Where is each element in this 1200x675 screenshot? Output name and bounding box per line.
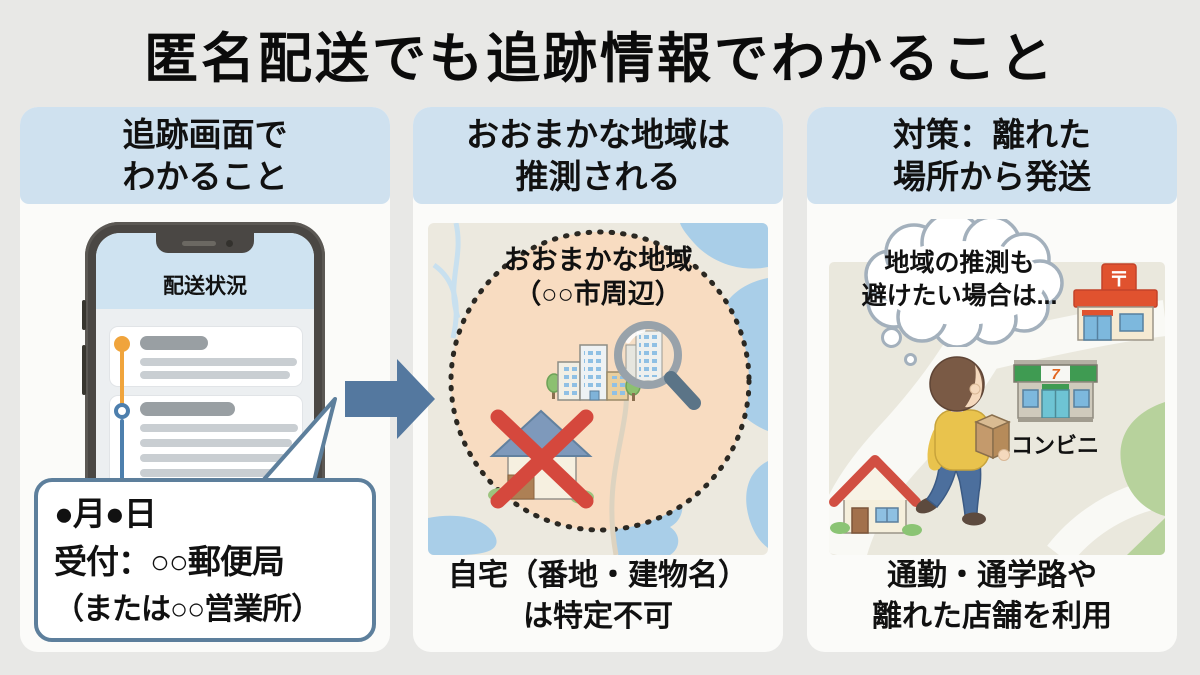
panel-tracking: 追跡画面で わかること 配送状況 [20, 107, 390, 652]
speech-bubble-tail [257, 397, 337, 487]
city-buildings-icon [546, 344, 641, 401]
placeholder-text-bar [140, 424, 298, 432]
placeholder-text-bar [140, 402, 235, 416]
thought-bubble-cloud [864, 219, 1064, 347]
panel-countermeasure-header: 対策：離れた 場所から発送 [807, 107, 1177, 204]
panel-countermeasure-header-line1: 対策：離れた [893, 116, 1091, 153]
tracking-entry-card [109, 326, 303, 387]
estimated-area-label-line1: おおまかな地域 [503, 245, 693, 275]
river-line [432, 262, 459, 339]
placeholder-text-bar [140, 469, 280, 477]
phone-speaker-icon [182, 241, 216, 246]
convenience-store-label: コンビニ [1010, 433, 1099, 458]
person-with-box-icon [915, 356, 1011, 526]
house-icon [829, 455, 922, 536]
timeline-line-current [120, 344, 124, 411]
timeline-dot-current [114, 336, 130, 352]
bubble-office: 受付：○○郵便局 [54, 543, 285, 580]
timeline-dot-accepted [114, 403, 130, 419]
panel-area-header-line1: おおまかな地域は [466, 116, 730, 153]
house-x-icon [488, 409, 594, 509]
placeholder-text-bar [140, 454, 286, 462]
water-shape [746, 461, 768, 548]
panel-tracking-header-line2: わかること [122, 158, 288, 195]
red-cross-icon [490, 409, 594, 509]
placeholder-text-bar [140, 439, 292, 447]
cardboard-box-icon [974, 414, 1011, 460]
park-area [1127, 518, 1165, 555]
post-office-sign: 〒 [1109, 269, 1129, 291]
panel-area-estimation: おおまかな地域は 推測される [413, 107, 783, 652]
water-shape [680, 223, 768, 269]
phone-camera-icon [226, 240, 233, 247]
arrow-right-icon [345, 359, 435, 439]
phone-app-title: 配送状況 [163, 275, 247, 298]
neighborhood-map-svg: 〒 7 [829, 262, 1165, 555]
panel-countermeasure-caption: 通勤・通学路や 離れた店舗を利用 [807, 555, 1177, 637]
area-map-illustration: おおまかな地域 （○○市周辺） [428, 223, 768, 555]
phone-notch-icon [156, 233, 254, 253]
panel-area-header: おおまかな地域は 推測される [413, 107, 783, 204]
estimated-area-label-line2: （○○市周辺） [514, 279, 682, 309]
placeholder-text-bar [140, 336, 208, 350]
panel-area-caption-line2: は特定不可 [523, 600, 673, 633]
panel-area-caption: 自宅（番地・建物名） は特定不可 [413, 555, 783, 637]
tracking-detail-bubble: ●月●日 受付：○○郵便局 （または○○営業所） [34, 478, 376, 642]
placeholder-text-bar [140, 371, 290, 379]
phone-side-button [82, 345, 86, 395]
panel-area-header-line2: 推測される [515, 158, 681, 195]
panel-countermeasure: 対策：離れた 場所から発送 〒 [807, 107, 1177, 652]
estimated-area-label: おおまかな地域 （○○市周辺） [428, 243, 768, 311]
thought-trail-circle [881, 327, 902, 348]
panel-countermeasure-header-line2: 場所から発送 [893, 158, 1091, 195]
thought-bubble: 地域の推測も 避けたい場合は... [852, 219, 1067, 347]
thought-trail-circle [904, 353, 917, 366]
park-area [1120, 402, 1165, 516]
placeholder-text-bar [140, 358, 297, 366]
store-logo: 7 [1051, 366, 1060, 383]
area-map-svg [428, 223, 768, 555]
panel-area-caption-line1: 自宅（番地・建物名） [448, 559, 748, 592]
convenience-store-icon: 7 [1013, 360, 1098, 422]
thought-text: 地域の推測も 避けたい場合は... [852, 247, 1067, 313]
thought-text-line2: 避けたい場合は... [861, 282, 1058, 310]
panel-tracking-header-line1: 追跡画面で [122, 116, 288, 153]
bubble-office-alt: （または○○営業所） [54, 593, 321, 626]
bubble-date: ●月●日 [54, 495, 157, 532]
post-office-icon: 〒 [1073, 263, 1158, 341]
magnifier-icon [614, 321, 701, 410]
thought-text-line1: 地域の推測も [884, 249, 1035, 277]
water-shape [428, 515, 497, 555]
panel-countermeasure-caption-line2: 離れた店舗を利用 [872, 600, 1112, 633]
page-title: 匿名配送でも追跡情報でわかること [144, 29, 1056, 89]
phone-side-button [82, 300, 86, 330]
panel-tracking-header: 追跡画面で わかること [20, 107, 390, 204]
panel-countermeasure-caption-line1: 通勤・通学路や [887, 559, 1097, 592]
